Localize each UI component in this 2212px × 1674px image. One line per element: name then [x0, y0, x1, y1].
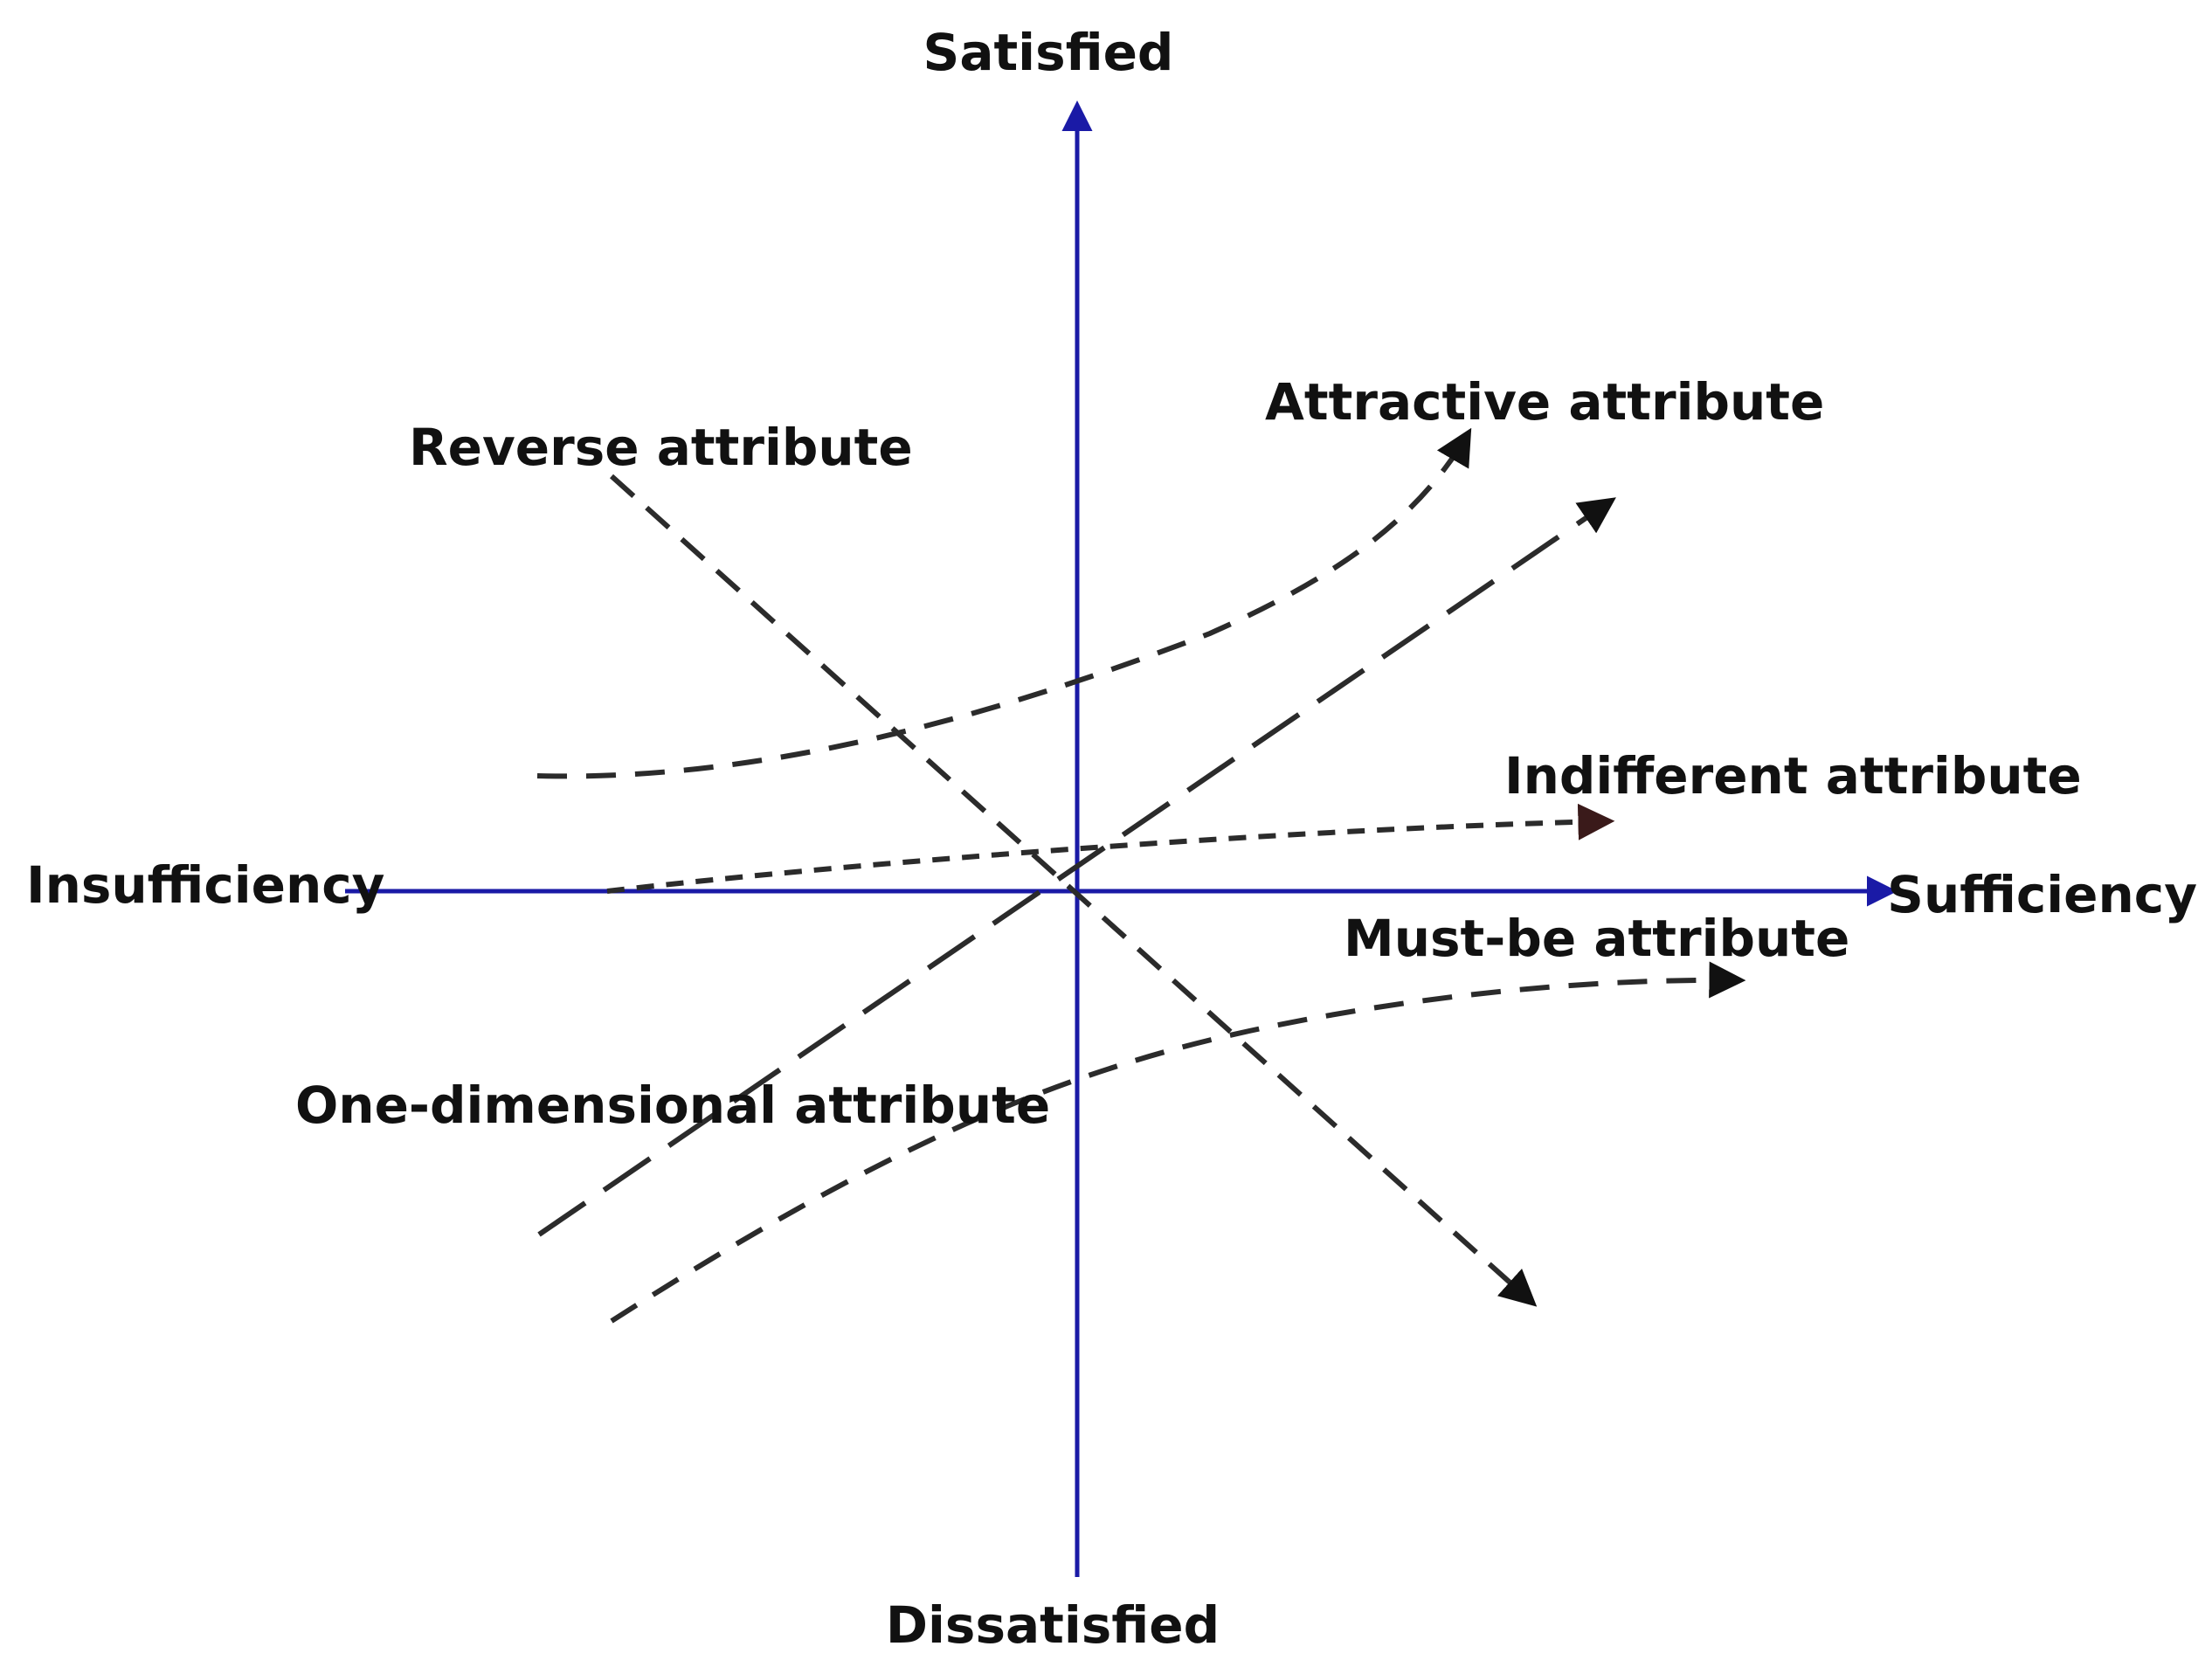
one-dimensional-attribute-label: One-dimensional attribute	[295, 1076, 1050, 1135]
sufficiency-label: Sufficiency	[1887, 865, 2197, 924]
attractive-attribute-label: Attractive attribute	[1265, 372, 1824, 432]
reverse-attribute-line	[609, 474, 1538, 1307]
indifferent-attribute-label: Indifferent attribute	[1504, 746, 2082, 806]
reverse-attribute-label: Reverse attribute	[409, 418, 913, 477]
must-be-attribute-label: Must-be attribute	[1344, 909, 1849, 968]
satisfied-label: Satisfied	[923, 23, 1174, 82]
attractive-attribute-curve	[536, 427, 1472, 779]
indifferent-attribute-line	[606, 803, 1615, 894]
insufficiency-label: Insufficiency	[26, 855, 384, 915]
one-dimensional-attribute-line	[537, 497, 1616, 1237]
must-be-attribute-curve	[610, 961, 1746, 1324]
dissatisfied-label: Dissatisfied	[886, 1595, 1220, 1655]
